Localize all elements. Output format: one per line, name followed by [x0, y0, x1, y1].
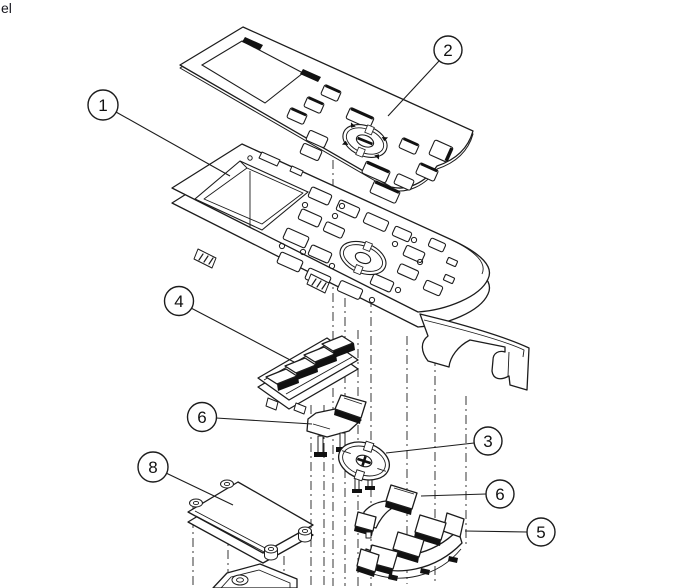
callout-3-label: 3 [483, 432, 492, 451]
overlay-mark-right [300, 69, 321, 82]
callout-6-lower-label: 6 [495, 485, 504, 504]
panel-nav-opening [339, 240, 387, 276]
part-8-corner-bosses [189, 479, 312, 561]
callout-2-label: 2 [443, 41, 452, 60]
callout-8-label: 8 [148, 458, 157, 477]
callout-2-badge: 2 [433, 35, 463, 65]
panel-edge-tab [289, 165, 304, 177]
callout-5-badge: 5 [526, 517, 556, 547]
overlay-mark-top [242, 37, 263, 50]
panel-feet [193, 248, 330, 294]
panel-edge-tab [258, 151, 281, 167]
part-4-keycaps [265, 335, 355, 391]
callout-6-upper-label: 6 [197, 408, 206, 427]
callout-8-badge: 8 [137, 451, 169, 483]
overlay-button-cutouts [286, 84, 454, 204]
overlay-display-window [200, 40, 305, 104]
panel-side-bracket [419, 313, 530, 391]
overlay-nav-cluster [341, 122, 389, 160]
callout-4-label: 4 [174, 292, 183, 311]
part-1-panel-body [171, 143, 530, 391]
panel-button-holes [276, 186, 459, 300]
clipped-caption-fragment: el [1, 0, 12, 16]
part-5-key-bank-curved [356, 512, 465, 581]
part-2-overlay [179, 26, 474, 204]
callout-leader-lines [115, 60, 528, 533]
part-3-nav-dial [338, 440, 390, 493]
callout-1-badge: 1 [87, 89, 119, 121]
callout-3-badge: 3 [473, 426, 503, 456]
panel-locator-holes [247, 155, 424, 304]
callout-6-upper-badge: 6 [186, 401, 218, 433]
callout-4-badge: 4 [163, 285, 195, 317]
bottom-partial-part [212, 563, 298, 588]
callout-5-label: 5 [536, 523, 545, 542]
callout-6-lower-badge: 6 [485, 479, 515, 509]
part-8-display-module [187, 479, 314, 564]
part-4-key-bank [257, 335, 359, 415]
part-6-key-module-lower [354, 484, 418, 539]
panel-display-opening [193, 160, 310, 231]
callout-1-label: 1 [98, 96, 107, 115]
part-6-key-module-upper [306, 394, 367, 457]
